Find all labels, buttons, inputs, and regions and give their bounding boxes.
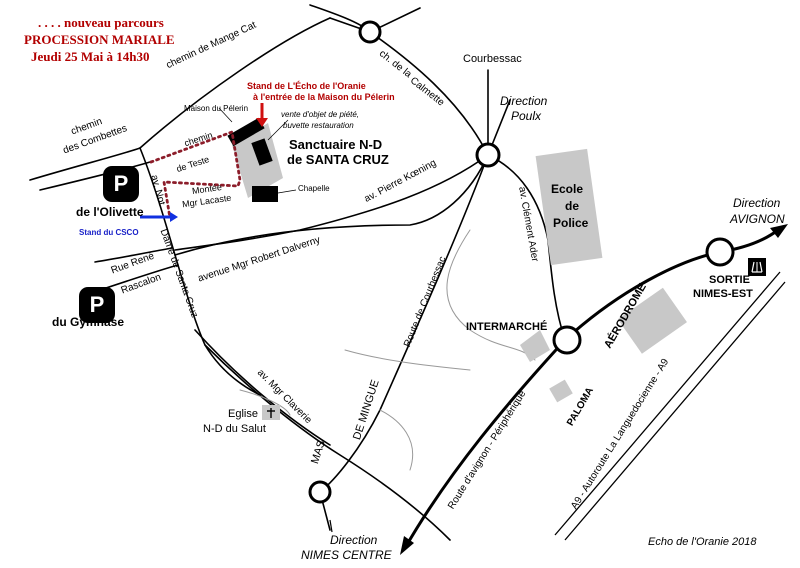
parking-gymnase-icon: P: [79, 287, 115, 323]
direction-poulx-2: Poulx: [511, 109, 542, 123]
road-claverie-inner: [194, 329, 331, 446]
procession-route: [149, 130, 242, 220]
label-eglise-2: N-D du Salut: [203, 423, 266, 435]
label-chapelle: Chapelle: [298, 184, 330, 193]
road-minor-4: [344, 349, 471, 371]
stand-echo-line2: à l'entrée de la Maison du Pélerin: [253, 92, 395, 102]
parking-olivette-label: de l'Olivette: [76, 205, 144, 219]
credit: Echo de l'Oranie 2018: [648, 536, 757, 548]
building-chapelle: [252, 186, 278, 202]
place-courbessac: Courbessac: [463, 53, 522, 65]
building-maison-pelerin: [227, 117, 265, 147]
arrow-nimes-centre: [400, 536, 414, 555]
sanctuaire-line2: de SANTA CRUZ: [287, 152, 389, 167]
roundabout-poulx: [475, 142, 501, 168]
building-sanctuaire: [232, 123, 283, 198]
building-aerodrome: [617, 287, 687, 354]
road-minor-2: [379, 409, 414, 471]
road-minor-1: [446, 229, 536, 361]
roundabout-sortie: [705, 237, 735, 267]
building-block-2: [251, 138, 273, 166]
roundabout-mingue: [308, 480, 332, 504]
autoroute-sign-icon: [748, 258, 766, 276]
road-minor-3: [239, 389, 291, 416]
road-rascalon: [94, 247, 173, 263]
road-a9-a: [554, 271, 781, 536]
label-vente-2: buvette restauration: [283, 121, 354, 130]
label-maison-pelerin: Maison du Pélerin: [184, 104, 249, 113]
place-ecole-3: Police: [553, 216, 589, 230]
direction-nimes-2: NIMES CENTRE: [301, 548, 392, 562]
stand-csco-label: Stand du CSCO: [79, 228, 139, 237]
direction-avignon-1: Direction: [733, 196, 781, 210]
arrow-avignon: [770, 224, 788, 238]
direction-nimes-1: Direction: [330, 533, 378, 547]
label-eglise-1: Eglise: [228, 408, 258, 420]
parking-olivette-icon: P: [103, 166, 139, 202]
place-ecole-2: de: [565, 199, 580, 213]
road-a9-b: [564, 281, 786, 541]
road-combettes: [29, 147, 141, 181]
road-route-courbessac: [319, 154, 489, 493]
road-dalverny: [174, 154, 489, 256]
place-intermarche: INTERMARCHÉ: [466, 321, 548, 333]
road-av-notre-dame: [139, 147, 261, 396]
label-vente-1: vente d'objet de piété,: [281, 110, 360, 119]
road-chemin-mange-cat: [139, 17, 331, 149]
sanctuaire-line1: Sanctuaire N-D: [289, 137, 383, 152]
building-ecole-police: [535, 148, 603, 266]
parking-gymnase-label: du Gymnase: [52, 315, 125, 329]
stand-echo-line1: Stand de L'Écho de l'Oranie: [247, 81, 366, 91]
place-sortie-2: NIMES-EST: [693, 288, 753, 300]
procession-line1: . . . . nouveau parcours: [38, 15, 164, 30]
building-intermarche: [520, 330, 550, 362]
roundabout-intermarche: [552, 325, 582, 355]
road-av-claverie: [204, 344, 451, 541]
place-sortie-1: SORTIE: [709, 274, 750, 286]
building-paloma: [549, 379, 573, 403]
procession-line2: PROCESSION MARIALE: [24, 32, 175, 47]
direction-avignon-2: AVIGNON: [730, 212, 785, 226]
roundabout-calmette: [358, 20, 382, 44]
procession-line3: Jeudi 25 Mai à 14h30: [31, 49, 150, 64]
direction-poulx-1: Direction: [500, 94, 548, 108]
place-ecole-1: Ecole: [551, 182, 584, 196]
